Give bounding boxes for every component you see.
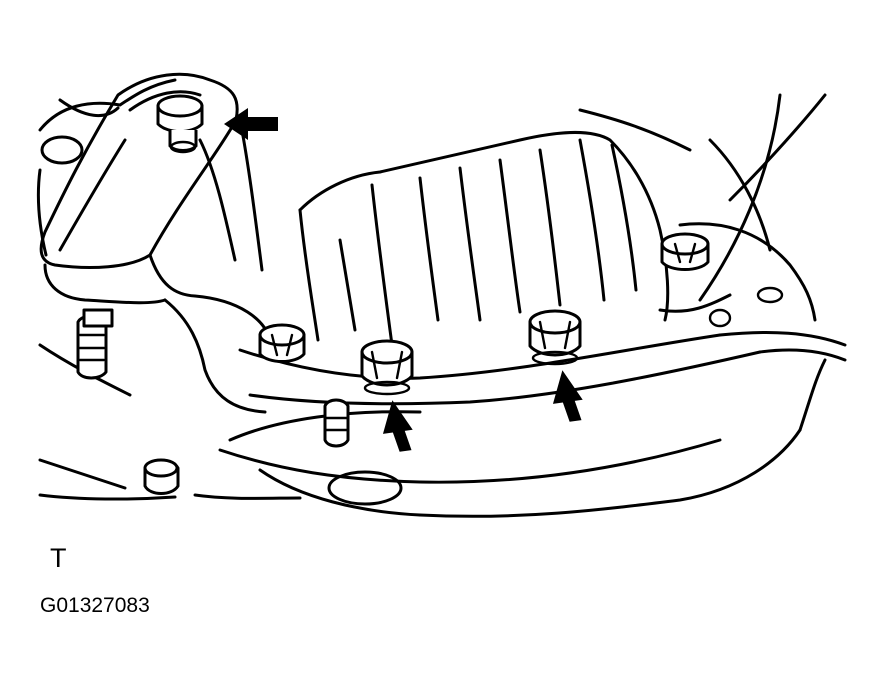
arrow-icon — [224, 108, 278, 140]
arrow-icon — [382, 400, 413, 452]
stud-center — [323, 398, 350, 448]
view-letter: T — [50, 543, 67, 573]
bolt-center-right — [528, 309, 582, 366]
arrow-icon — [552, 370, 583, 422]
bolt-center-left — [360, 339, 414, 396]
bolt-lower-left — [143, 458, 180, 495]
figure-id: G01327083 — [40, 594, 150, 617]
side-member — [578, 93, 827, 328]
bolt-left-middle — [258, 323, 306, 363]
mounting-bracket — [39, 72, 272, 414]
bolt-right-upper — [660, 232, 710, 271]
stud-left — [76, 308, 114, 380]
transaxle-case-outline — [36, 78, 177, 501]
bolt-top — [156, 94, 204, 154]
